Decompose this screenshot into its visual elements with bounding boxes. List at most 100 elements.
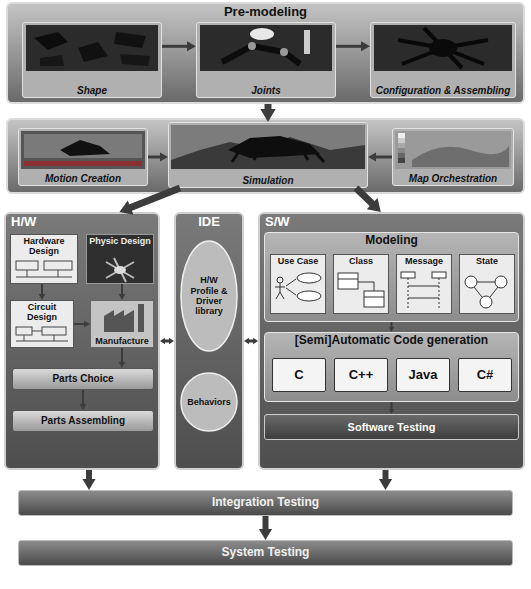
connector-arrow [74, 321, 90, 328]
part-shape [78, 42, 108, 62]
render-screen [21, 131, 145, 169]
module-panel: IDEH/W Profile & Driver libraryBehaviors [174, 212, 244, 470]
connector-line [41, 284, 43, 295]
design-card: Physic Design [86, 234, 154, 284]
node-label: Java [398, 368, 448, 383]
render-screen [200, 25, 332, 71]
node-label: C# [460, 368, 510, 383]
connector-arrow [336, 41, 370, 51]
node-label: Pre-modeling [10, 5, 521, 20]
joint-pivot [280, 48, 288, 56]
image-panel: Map Orchestration [392, 128, 514, 186]
robot-body [228, 136, 320, 158]
robot-legs [106, 258, 134, 282]
node-label: Software Testing [268, 421, 515, 434]
node-label: Joints [199, 85, 333, 97]
arrow-head [119, 362, 126, 368]
arrow-head [119, 200, 133, 214]
design-card: Class [333, 254, 389, 314]
actor-figure [275, 279, 296, 299]
lifeline [408, 278, 439, 310]
part-shape [40, 55, 64, 66]
connector-arrow [80, 390, 87, 410]
image-panel: Joints [196, 22, 336, 98]
terrain [171, 137, 365, 169]
robot-legs [232, 146, 324, 162]
factory-icon [104, 310, 134, 332]
palette-swatch [398, 148, 405, 153]
connector-arrow [82, 470, 95, 490]
node-label: Physic Design [88, 236, 152, 246]
part-shape [120, 54, 150, 66]
connector-arrow [162, 41, 196, 51]
robot-body [114, 266, 126, 274]
arrow-head [82, 479, 95, 490]
arrow-head [160, 338, 165, 345]
design-card: Circuit Design [10, 300, 74, 348]
use-case-oval [297, 273, 321, 283]
node-label: Modeling [268, 234, 515, 248]
connector-line [129, 188, 180, 208]
step-bar: Parts Choice [12, 368, 154, 390]
joint-sphere [250, 28, 274, 40]
connector-line [265, 104, 272, 110]
connector-arrow [368, 153, 392, 162]
connector-line [121, 284, 123, 295]
image-panel: Configuration & Assembling [370, 22, 516, 98]
state-circle [480, 296, 492, 308]
arrow-head [260, 109, 275, 122]
connector-arrow [259, 516, 272, 540]
connector-line [391, 322, 393, 328]
arrow-head [389, 327, 395, 332]
circuit-block [42, 327, 66, 335]
sub-panel: ModelingUse Case Class Message State [264, 232, 519, 322]
testing-bar: Software Testing [264, 414, 519, 440]
design-card: Use Case [270, 254, 326, 314]
joint-pivot [248, 42, 256, 50]
use-case-oval [297, 291, 321, 301]
node-label: Hardware Design [12, 236, 76, 257]
node-label: Configuration & Assembling [373, 85, 513, 97]
arrow-head [259, 529, 272, 540]
connector-line [336, 45, 362, 48]
part-shape [114, 32, 146, 48]
sub-panel: [Semi]Automatic Code generationCC++JavaC… [264, 332, 519, 402]
connector-line [162, 45, 188, 48]
library-ellipse: H/W Profile & Driver library [180, 240, 238, 352]
connector-arrow [160, 338, 174, 345]
arrow-head [368, 153, 376, 162]
connector-line [356, 188, 373, 204]
schematic-wire [16, 270, 72, 277]
render-screen [171, 125, 365, 169]
node-label: Map Orchestration [395, 173, 511, 185]
connector-arrow [119, 284, 126, 300]
connector-arrow [389, 402, 395, 414]
node-label: H/W [11, 215, 153, 230]
step-bar: Parts Assembling [12, 410, 154, 432]
module-panel: H/W Hardware Design Physic DesignCircuit D… [4, 212, 160, 470]
connector-line [375, 156, 392, 159]
connector-arrow [119, 188, 180, 215]
connector-arrow [260, 104, 275, 122]
arrow-head [389, 409, 395, 414]
connector-line [74, 323, 85, 325]
timeline-bar [24, 161, 142, 166]
arrow-head [244, 338, 249, 345]
editor-view [24, 134, 142, 158]
node-label: Message [398, 256, 450, 266]
state-transition [474, 282, 498, 297]
node-label: Use Case [272, 256, 324, 266]
arrow-head [379, 479, 392, 490]
schematic-block [44, 261, 72, 270]
connector-line [391, 402, 393, 410]
connector-line [263, 516, 269, 530]
node-label: State [461, 256, 513, 266]
node-label: S/W [265, 215, 518, 230]
connector-arrow [148, 153, 168, 162]
connector-arrow [389, 322, 395, 332]
language-box: C++ [334, 358, 388, 392]
node-label: Behaviors [186, 397, 232, 407]
node-label: Simulation [171, 175, 365, 187]
connector-arrow [356, 188, 381, 212]
